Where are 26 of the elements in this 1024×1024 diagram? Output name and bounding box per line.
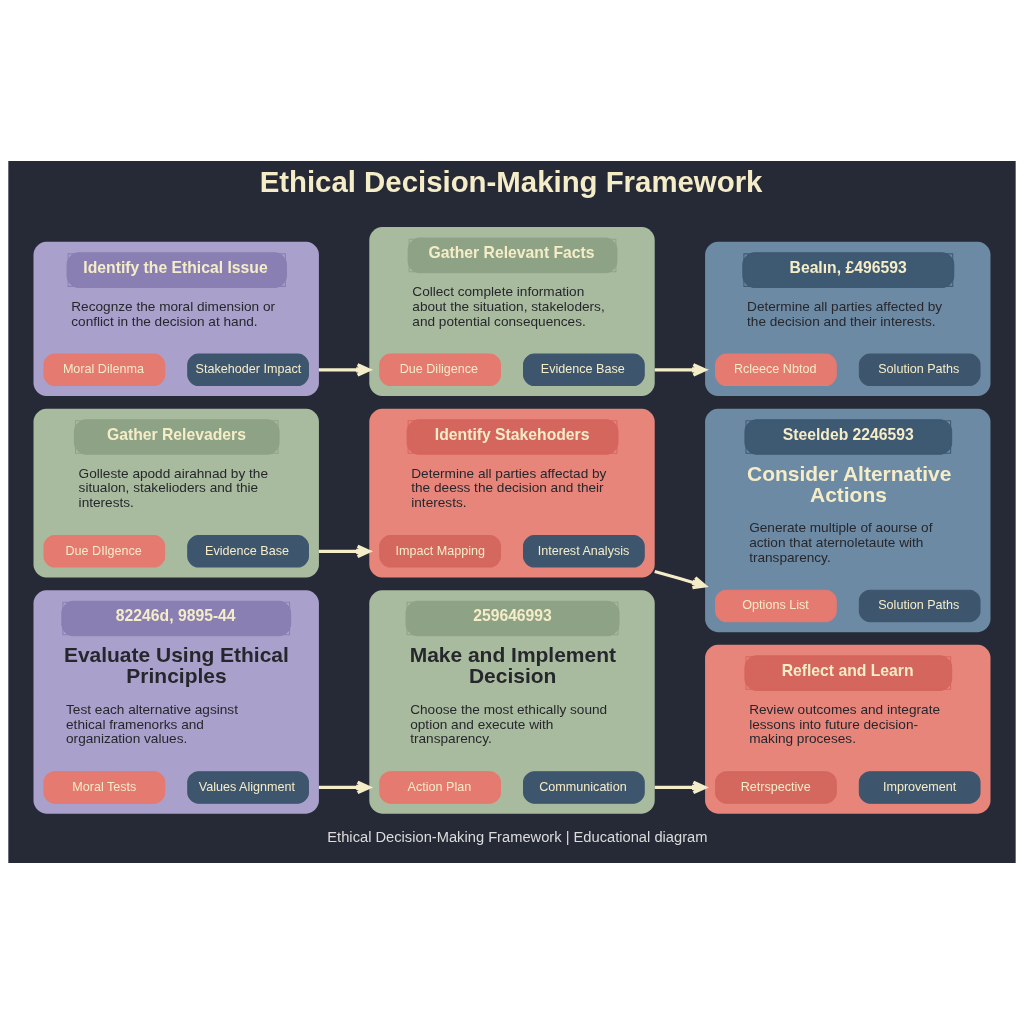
caption: Ethical Decision-Making Framework | Educational diagram xyxy=(327,829,708,846)
diagram-title: Ethical Decision-Making Framework xyxy=(259,164,763,198)
arrow xyxy=(318,363,371,377)
node-box: Retrspective xyxy=(715,771,837,804)
node-box: Solution Paths xyxy=(858,353,981,387)
node-box: Due DIlgence xyxy=(43,535,166,568)
node-box: Rcleece Nbtod xyxy=(715,353,837,387)
node-box: Evidence Base xyxy=(187,535,309,568)
node-box: Options List xyxy=(715,589,837,623)
node-box: Values Alignment xyxy=(187,771,309,804)
arrow xyxy=(318,780,371,795)
node-box: Due Diligence xyxy=(379,353,501,387)
node-box: Evidence Base xyxy=(523,353,645,387)
node-box: Interest Analysis xyxy=(523,535,645,568)
node-box: Moral Tests xyxy=(43,771,166,804)
arrow xyxy=(654,569,707,590)
node-box: Action Plan xyxy=(379,771,501,804)
node-box: Stakehoder Impact xyxy=(187,353,309,387)
arrow xyxy=(654,780,707,795)
arrow xyxy=(654,363,707,377)
node-box: Improvement xyxy=(858,771,981,804)
node-box: Impact Mapping xyxy=(379,535,501,568)
node-box: Moral Dilenma xyxy=(43,353,166,387)
arrow xyxy=(318,544,371,559)
node-box: Communication xyxy=(523,771,645,804)
node-box: Solution Paths xyxy=(858,589,981,623)
